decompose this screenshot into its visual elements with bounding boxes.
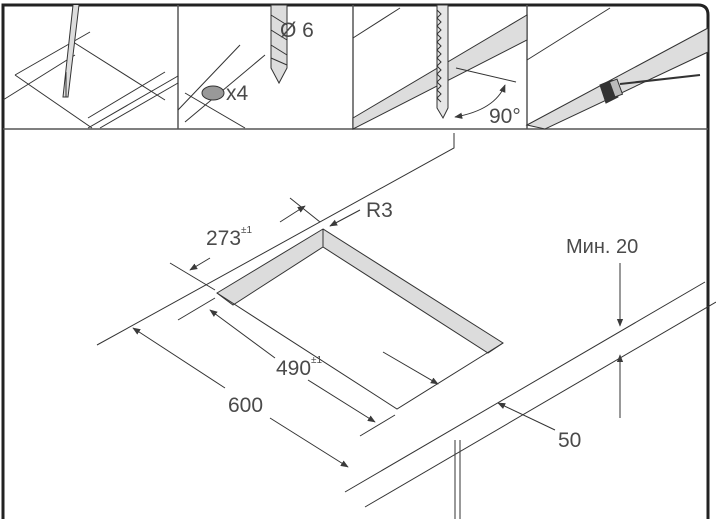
depth-tolerance: ±1	[241, 225, 253, 236]
min-thickness-label: Мин. 20	[566, 236, 639, 258]
drill-diameter-label: Ø 6	[280, 19, 314, 42]
dimension-lines	[132, 197, 624, 468]
width-value: 490	[276, 357, 312, 380]
corner-radius-label: R3	[366, 199, 393, 222]
depth-value: 273	[206, 227, 242, 250]
counter-depth-label: 600	[228, 394, 264, 417]
cut-angle-label: 90°	[489, 105, 521, 128]
step-saw-panel	[352, 4, 528, 130]
step-seal-panel	[525, 7, 709, 130]
depth-dimension: 273±1	[206, 225, 253, 250]
width-tolerance: ±1	[311, 355, 323, 366]
front-margin-label: 50	[558, 429, 582, 452]
step-mark-panel	[2, 4, 179, 129]
hole-mark-icon	[201, 85, 225, 101]
width-dimension: 490±1	[276, 355, 323, 380]
hole-count-label: x4	[226, 82, 249, 105]
step-drill-panel	[177, 4, 288, 129]
cutout-outline	[216, 228, 504, 410]
frame-border	[1, 3, 710, 519]
